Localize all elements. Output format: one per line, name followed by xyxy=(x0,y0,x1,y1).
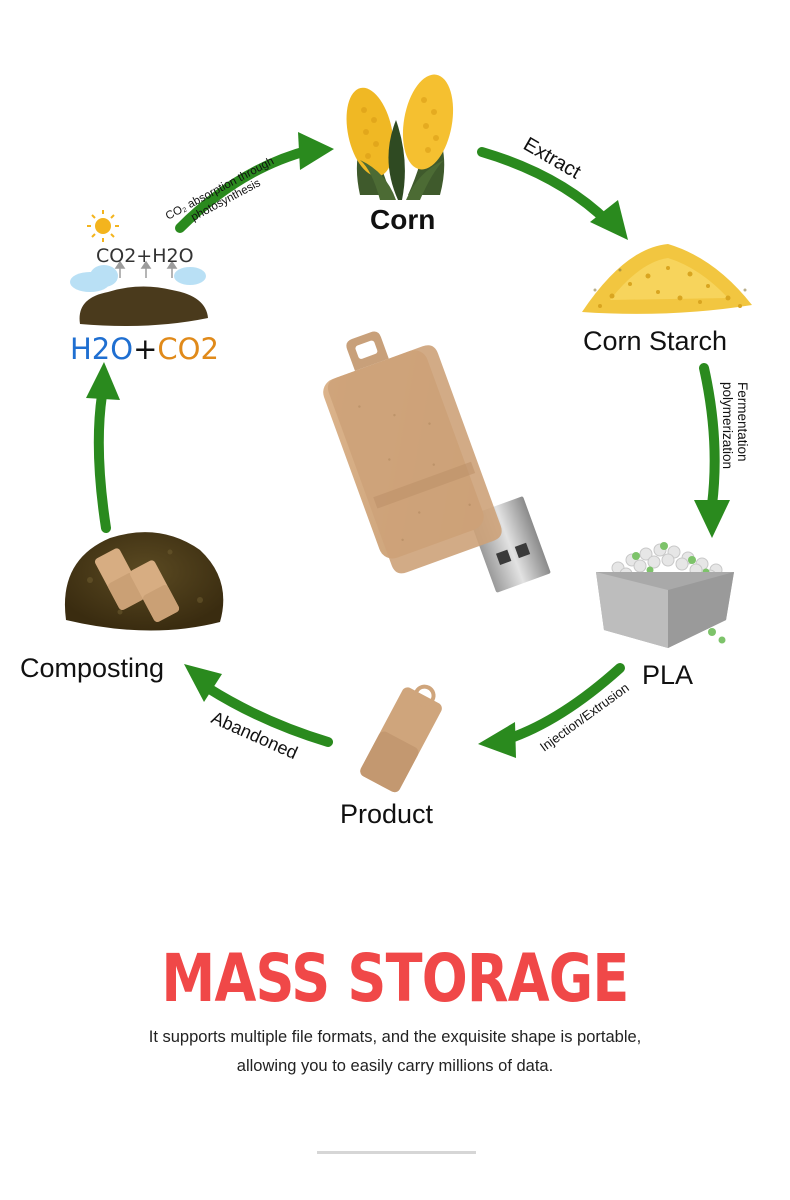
arrow-composting-to-co2 xyxy=(86,362,120,533)
node-label-corn: Corn xyxy=(370,204,436,235)
node-label-composting: Composting xyxy=(20,653,165,683)
node-label-product: Product xyxy=(340,799,434,829)
product-usb-illustration xyxy=(360,684,442,793)
node-label-h2o-co2: H2O+CO2 xyxy=(70,332,219,366)
arrow-pla-to-product xyxy=(478,663,625,758)
arrow-co2-to-corn xyxy=(175,132,334,233)
lifecycle-diagram: Extract Fermentation polymerization Inje… xyxy=(20,74,752,829)
co2-h2o-label: CO2+H2O xyxy=(96,245,194,267)
h2o-label: H2O xyxy=(70,332,134,366)
arrow-product-to-composting xyxy=(184,664,333,747)
cloud-icon xyxy=(70,265,206,292)
node-label-pla: PLA xyxy=(642,660,694,690)
description-line-2: allowing you to easily carry millions of… xyxy=(236,1057,554,1075)
description-line-1: It supports multiple file formats, and t… xyxy=(148,1028,642,1046)
plus-label: + xyxy=(133,332,158,366)
co2-h2o-illustration xyxy=(70,210,208,326)
lifecycle-graphics: Extract Fermentation polymerization Inje… xyxy=(64,74,752,793)
edge-label-fermentation-line1: Fermentation xyxy=(735,382,750,462)
arrow-corn-to-starch xyxy=(477,147,628,240)
corn-illustration xyxy=(346,74,454,200)
co2-label: CO2 xyxy=(157,332,219,366)
pla-pellets-illustration xyxy=(596,542,734,648)
divider xyxy=(317,1151,476,1154)
edge-label-fermentation-line2: polymerization xyxy=(720,382,735,469)
node-label-corn-starch: Corn Starch xyxy=(583,326,728,356)
composting-illustration xyxy=(64,532,224,631)
corn-starch-illustration xyxy=(582,244,752,314)
arrow-starch-to-pla xyxy=(694,363,730,538)
central-usb-drive xyxy=(323,331,551,593)
mass-storage-headline: MASS STORAGE xyxy=(161,940,629,1017)
sun-icon xyxy=(87,210,119,242)
edge-label-fermentation: Fermentation polymerization xyxy=(720,382,750,469)
